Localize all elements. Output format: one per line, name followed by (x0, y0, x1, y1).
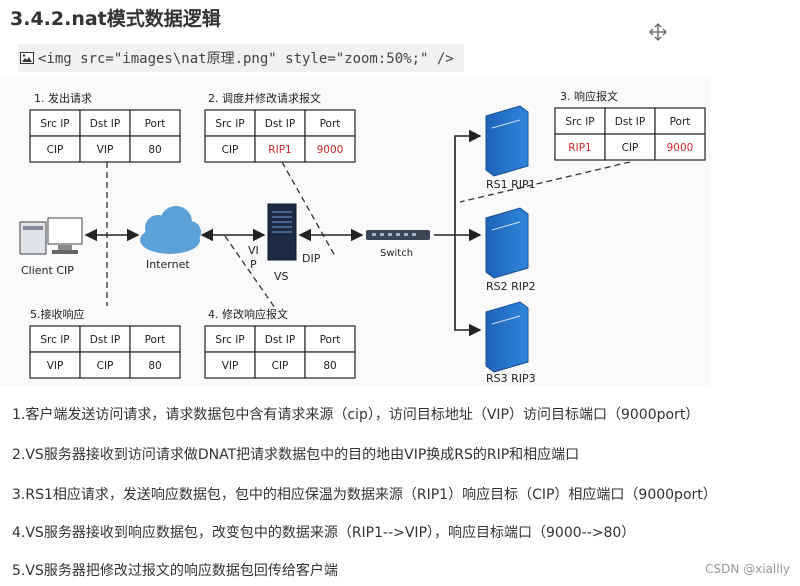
table-value-cell: CIP (222, 144, 239, 156)
rs1-label: RS1 RIP1 (486, 178, 536, 191)
network-links (84, 129, 482, 337)
rs3-server-icon (485, 301, 529, 373)
table-value-cell: VIP (47, 360, 64, 372)
table-cell-border (29, 351, 81, 379)
table-cell-border (29, 135, 81, 163)
vs-label: VS (274, 270, 289, 283)
switch-label: Switch (380, 248, 413, 259)
table-cell-border (254, 325, 306, 353)
switch-icon (366, 230, 430, 240)
table-value-cell: 9000 (317, 144, 344, 156)
explanation-2: 2.VS服务器接收到访问请求做DNAT把请求数据包中的目的地由VIP换成RS的R… (12, 447, 580, 463)
nat-diagram: 1. 发出请求 2. 调度并修改请求报文 3. 响应报文 5.接收响应 4. 修… (0, 76, 710, 386)
table-header-cell: Dst IP (265, 118, 295, 130)
table-header-cell: Src IP (215, 334, 244, 346)
explanation-5: 5.VS服务器把修改过报文的响应数据包回传给客户端 (12, 563, 338, 579)
internet-cloud-icon (140, 206, 201, 254)
explanation-3: 3.RS1相应请求，发送响应数据包，包中的相应保温为数据来源（RIP1）响应目标… (12, 487, 717, 503)
code-line: <img src="images\nat原理.png" style="zoom:… (38, 51, 454, 67)
table-value-cell: CIP (272, 360, 289, 372)
table-cell-border (204, 325, 256, 353)
table-cell-border (129, 109, 181, 137)
table-header-cell: Src IP (40, 118, 69, 130)
table-header-cell: Port (145, 118, 166, 130)
table-cell-border (304, 351, 356, 379)
vip-label-2: P (250, 258, 257, 271)
vip-label: VI (248, 244, 259, 257)
table-cell-border (204, 351, 256, 379)
table-cell-border (29, 325, 81, 353)
table-cell-border (654, 107, 706, 135)
table-value-cell: VIP (222, 360, 239, 372)
vs-server-icon (267, 203, 297, 261)
table-value-cell: VIP (97, 144, 114, 156)
table-header-cell: Src IP (565, 116, 594, 128)
step3-label: 3. 响应报文 (560, 89, 618, 103)
rs2-server-icon (485, 207, 529, 279)
table-cell-border (304, 135, 356, 163)
table-cell-border (129, 351, 181, 379)
table-value-cell: RIP1 (568, 142, 591, 154)
client-computer-icon (19, 217, 83, 255)
table-value-cell: RIP1 (268, 144, 291, 156)
table-header-cell: Dst IP (90, 118, 120, 130)
explanation-1: 1.客户端发送访问请求，请求数据包中含有请求来源（cip），访问目标地址（VIP… (12, 407, 700, 423)
image-icon (20, 52, 34, 64)
table-value-cell: CIP (47, 144, 64, 156)
table-value-cell: CIP (97, 360, 114, 372)
rs2-label: RS2 RIP2 (486, 280, 536, 293)
table-cell-border (29, 109, 81, 137)
table-cell-border (129, 135, 181, 163)
table-value-cell: 80 (323, 360, 336, 372)
table-header-cell: Dst IP (615, 116, 645, 128)
explanation-4: 4.VS服务器接收到响应数据包，改变包中的数据来源（RIP1-->VIP），响应… (12, 525, 636, 541)
rs1-server-icon (485, 105, 529, 177)
table-cell-border (554, 107, 606, 135)
table-cell-border (654, 133, 706, 161)
table-header-cell: Port (670, 116, 691, 128)
move-icon[interactable] (648, 22, 668, 42)
table-header-cell: Src IP (40, 334, 69, 346)
table-cell-border (79, 351, 131, 379)
table-value-cell: 80 (148, 360, 161, 372)
table-cell-border (204, 135, 256, 163)
table-value-cell: CIP (622, 142, 639, 154)
internet-label: Internet (146, 258, 190, 271)
section-heading: 3.4.2.nat模式数据逻辑 (10, 8, 221, 30)
table-cell-border (79, 135, 131, 163)
step1-label: 1. 发出请求 (34, 91, 92, 105)
table-header-cell: Src IP (215, 118, 244, 130)
table-header-cell: Port (145, 334, 166, 346)
step4-label: 4. 修改响应报文 (208, 307, 288, 321)
table-header-cell: Dst IP (90, 334, 120, 346)
table-value-cell: 80 (148, 144, 161, 156)
watermark: CSDN @xiallly (705, 562, 790, 576)
table-header-cell: Port (320, 334, 341, 346)
code-bar (18, 44, 464, 72)
table-header-cell: Port (320, 118, 341, 130)
step2-label: 2. 调度并修改请求报文 (208, 91, 321, 105)
client-label: Client CIP (21, 264, 74, 277)
step5-label: 5.接收响应 (30, 307, 85, 321)
table-cell-border (79, 109, 131, 137)
table-cell-border (304, 325, 356, 353)
dip-label: DIP (302, 252, 321, 265)
table-value-cell: 9000 (667, 142, 694, 154)
rs3-label: RS3 RIP3 (486, 372, 536, 385)
table-header-cell: Dst IP (265, 334, 295, 346)
table-cell-border (129, 325, 181, 353)
